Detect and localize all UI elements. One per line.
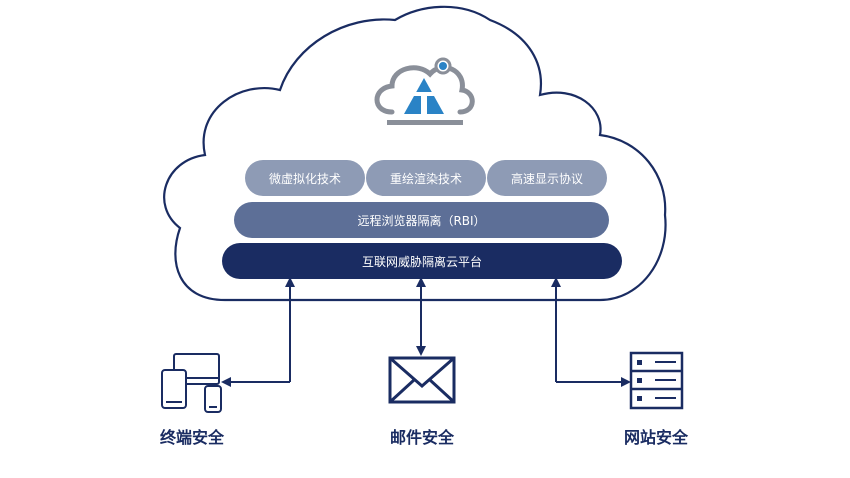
tech-pill-display-protocol: 高速显示协议 bbox=[487, 160, 607, 196]
envelope-icon bbox=[388, 356, 456, 404]
tech-pill-micro-virtualization: 微虚拟化技术 bbox=[245, 160, 365, 196]
isolation-platform-layer: 互联网威胁隔离云平台 bbox=[222, 243, 622, 279]
web-security-label: 网站安全 bbox=[624, 428, 689, 447]
devices-icon bbox=[161, 353, 222, 413]
terminal-security-label: 终端安全 bbox=[160, 428, 225, 447]
tech-pill-redraw-rendering: 重绘渲染技术 bbox=[366, 160, 486, 196]
rbi-layer: 远程浏览器隔离（RBI） bbox=[234, 202, 609, 238]
server-icon bbox=[629, 351, 684, 410]
platform-logo bbox=[374, 57, 475, 125]
mail-security-label: 邮件安全 bbox=[390, 428, 455, 447]
